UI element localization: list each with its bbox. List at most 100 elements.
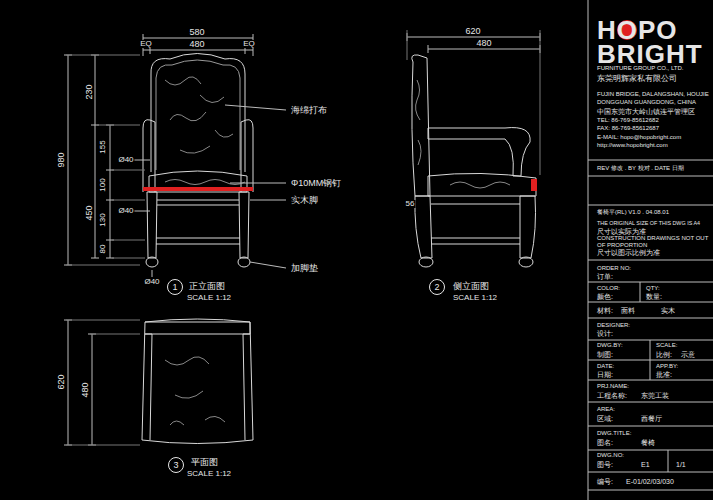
title-block-text: QTY: <box>645 285 661 291</box>
drawing-label: 80 <box>99 244 107 255</box>
title-block-text: 颜色: <box>596 293 614 300</box>
drawing-label: SCALE 1:12 <box>186 294 232 302</box>
title-block-text: 数量: <box>645 293 663 300</box>
title-block-text: 制图: <box>596 351 614 358</box>
foot <box>519 257 533 267</box>
title-block-text: 西餐厅 <box>640 415 663 422</box>
drawing-label: SCALE 1:12 <box>186 470 232 478</box>
drawing-label: 480 <box>188 40 205 49</box>
rail <box>156 200 240 244</box>
dimension-lines <box>407 30 540 175</box>
title-block-text: APP.BY: <box>655 363 679 369</box>
plan-arm <box>145 334 250 440</box>
callout-number: 1 <box>172 283 177 292</box>
side-leg <box>520 196 536 258</box>
title-block-text: FURNITURE GROUP CO., LTD. <box>596 65 684 71</box>
leg <box>239 192 249 258</box>
dimension-lines <box>64 320 140 445</box>
red-accent <box>143 179 537 191</box>
title-block-text: 东莞明辉家私有限公司 <box>596 75 678 83</box>
title-block-text: CONSTRUCTION DRAWINGS NOT OUT <box>596 235 709 241</box>
title-block-text: 餐椅 <box>640 439 656 446</box>
title-block-text: 订单: <box>596 273 614 280</box>
title-block-text: AREA: <box>596 406 616 412</box>
title-block-text: 面料 <box>620 307 636 314</box>
drawing-label: 正立面图 <box>188 282 226 291</box>
drawing-label: 230 <box>85 83 94 100</box>
drawing-label: 海绵打布 <box>290 106 328 115</box>
title-block-text: 图号: <box>596 461 614 468</box>
title-block-text: 比例: <box>655 351 673 358</box>
title-block-text: DWG.BY: <box>596 342 624 348</box>
title-block-text: 材料: <box>596 307 614 314</box>
plan-seat <box>142 319 253 444</box>
callout-number: 3 <box>173 461 178 470</box>
foot <box>238 257 250 267</box>
title-block-text: 设计: <box>596 330 614 337</box>
drawing-label: 450 <box>85 204 94 221</box>
drawing-label: 155 <box>99 139 107 154</box>
side-rail <box>431 204 520 244</box>
title-block-text: 批准: <box>655 371 673 378</box>
title-block-text: DONGGUAN GUANGDONG, CHINA <box>596 99 697 105</box>
drawing-label: EQ <box>139 40 153 48</box>
title-block-text: PRJ.NAME: <box>596 383 630 389</box>
title-block-text: COLOR: <box>596 285 621 291</box>
drawing-label: 580 <box>188 28 205 37</box>
fabric-pattern <box>416 80 510 188</box>
drawing-label: 130 <box>99 212 107 227</box>
title-block-text: DWG.NO: <box>596 452 625 458</box>
foot <box>419 257 433 267</box>
title-block-text: REV 修改 . BY 校对 . DATE 日期 <box>596 165 685 171</box>
title-block-text: 图名: <box>596 439 614 446</box>
title-block-text: 工程名称: <box>596 392 628 399</box>
side-arm <box>428 128 530 176</box>
title-block-text: E-01/02/03/030 <box>625 478 675 485</box>
title-block-text: 实木 <box>660 307 676 314</box>
leader-lines <box>118 105 286 277</box>
view-callout-circle: 1 <box>167 279 183 295</box>
title-block-text: 东莞工装 <box>640 392 670 399</box>
side-leg <box>415 196 432 258</box>
foot <box>146 257 158 267</box>
drawing-label: SCALE 1:12 <box>452 294 498 302</box>
title-block <box>588 0 713 500</box>
title-block-text: E1 <box>640 461 651 468</box>
title-block-text: 1/1 <box>675 461 687 468</box>
drawing-label: 加脚垫 <box>290 264 319 273</box>
title-block-text: 日期: <box>596 371 614 378</box>
title-block-text: 尺寸以实际为准 <box>596 228 647 235</box>
logo-text: HOPO <box>596 17 679 43</box>
drawing-label: Ø40 <box>117 207 134 215</box>
drawing-label: 620 <box>57 373 66 390</box>
drawing-label: Φ10MM钢钉 <box>290 179 342 188</box>
title-block-text: OF PROPORTION <box>596 242 648 248</box>
fabric-pattern <box>165 77 245 185</box>
title-block-text: 餐椅平(RL) V1.0 . 04.08.01 <box>596 209 670 215</box>
title-block-text: THE ORIGINAL SIZE OF THIS DWG IS A4 <box>596 221 701 226</box>
callout-number: 2 <box>434 283 439 292</box>
drawing-label: 100 <box>99 177 107 192</box>
dimension-lines <box>64 34 253 265</box>
title-block-text: 示意 <box>680 351 696 358</box>
drawing-label: Ø40 <box>143 278 160 286</box>
side-seat <box>428 173 536 196</box>
title-block-text: E-MAIL: hopo@hopobright.com <box>596 134 682 140</box>
view-callout-circle: 3 <box>168 457 184 473</box>
title-block-text: DWG.TITLE: <box>596 430 632 436</box>
plan-back <box>145 322 250 334</box>
drawing-label: EQ <box>242 40 256 48</box>
title-block-text: FAX: 86-769-85612687 <box>596 125 660 131</box>
title-block-text: 中国东莞市大岭山镇连平管理区 <box>596 108 696 115</box>
title-block-text: FUJIN BRIDGE, DALANGSHAN, HOUJIE <box>596 91 710 97</box>
title-block-text: 区域: <box>596 415 614 422</box>
drawing-label: Ø40 <box>117 156 134 164</box>
drawing-label: 480 <box>81 381 90 398</box>
leg <box>147 192 157 258</box>
title-block-text: SCALE: <box>655 342 678 348</box>
chair-back <box>151 54 245 173</box>
drawing-label: 平面图 <box>190 458 219 467</box>
chair-back-inner <box>156 60 240 170</box>
drawing-label: 480 <box>475 39 492 48</box>
title-block-text: TEL: 86-769-85612682 <box>596 117 660 123</box>
